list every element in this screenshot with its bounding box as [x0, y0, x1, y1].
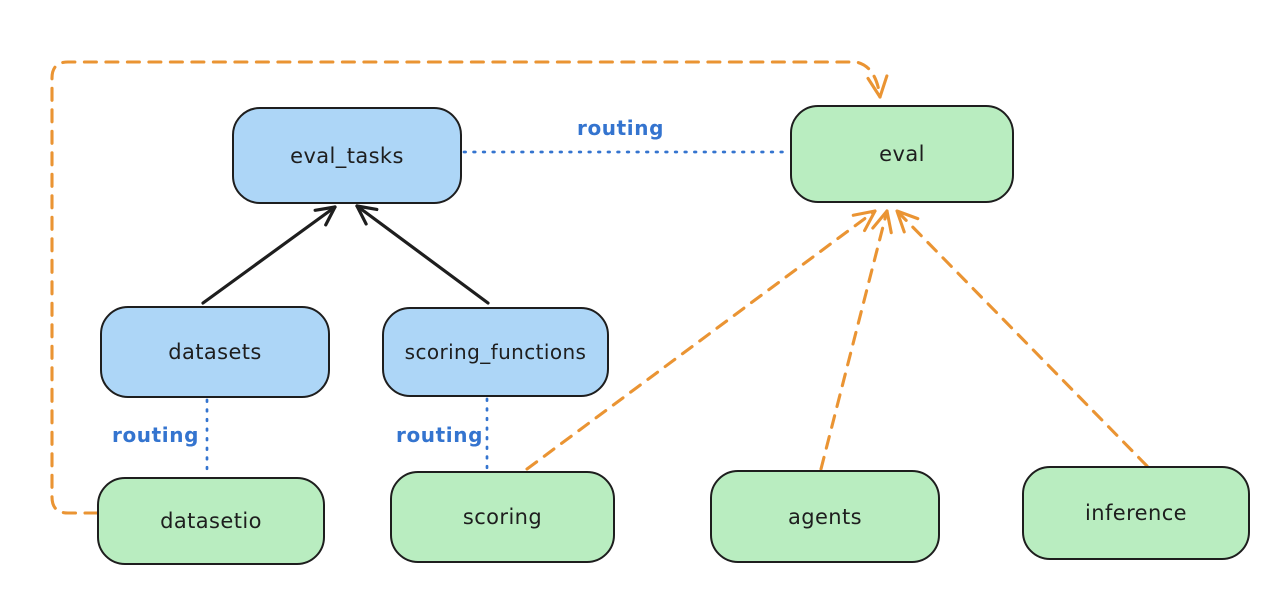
edge-scoring-functions-to-eval-tasks: [355, 204, 490, 305]
node-datasets: datasets: [100, 306, 330, 398]
edge-scoring-to-eval: [525, 209, 877, 471]
edge-datasetio-to-eval: [50, 60, 889, 515]
node-eval-label: eval: [879, 142, 925, 166]
node-scoring: scoring: [390, 471, 615, 563]
node-inference: inference: [1022, 466, 1250, 560]
edge-datasets-to-eval-tasks: [201, 205, 337, 305]
node-scoring-label: scoring: [462, 505, 543, 529]
node-scoring-functions-label: scoring_functions: [404, 340, 587, 364]
edge-agents-to-eval: [819, 209, 893, 471]
node-scoring-functions: scoring_functions: [382, 307, 609, 397]
node-datasetio-label: datasetio: [160, 509, 262, 533]
node-datasetio: datasetio: [97, 477, 325, 565]
node-eval-tasks-label: eval_tasks: [290, 143, 404, 168]
node-datasets-label: datasets: [168, 340, 262, 364]
node-eval-tasks: eval_tasks: [232, 107, 462, 204]
routing-label-scoring-functions-scoring: routing: [396, 423, 484, 447]
routing-label-eval-tasks-eval: routing: [577, 116, 665, 140]
node-agents: agents: [710, 470, 940, 563]
node-agents-label: agents: [787, 504, 862, 529]
routing-label-datasets-datasetio: routing: [112, 423, 200, 447]
node-inference-label: inference: [1085, 501, 1187, 525]
node-eval: eval: [790, 105, 1014, 203]
edge-inference-to-eval: [895, 209, 1149, 468]
